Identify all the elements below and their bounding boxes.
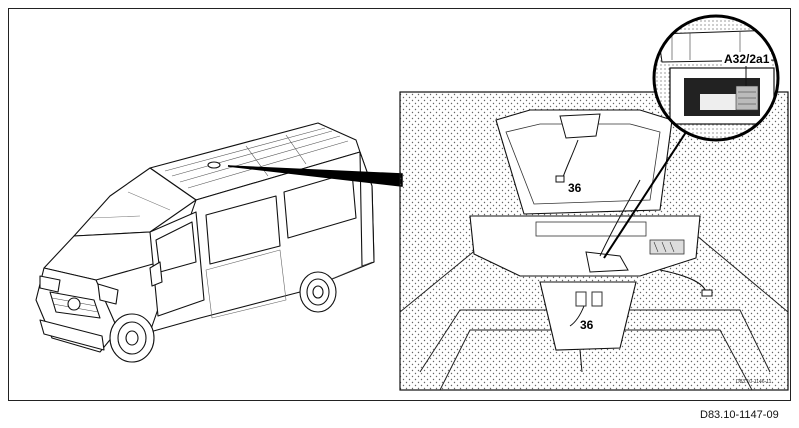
front-wheel bbox=[109, 313, 155, 363]
rear-wheel bbox=[299, 271, 337, 313]
van-drawing bbox=[35, 122, 375, 363]
van-side-window-2 bbox=[283, 171, 357, 239]
figure-reference-code: D83.10-1147-09 bbox=[700, 409, 779, 421]
callout-label-36-upper: 36 bbox=[568, 181, 582, 195]
van-mirror bbox=[149, 261, 163, 287]
inset-reference-code: D83.10-1146-11 bbox=[736, 379, 772, 385]
magnifier-pointer bbox=[603, 125, 691, 259]
van-emblem bbox=[67, 297, 81, 311]
callout-label-a32-2a1: A32/2a1 bbox=[722, 52, 772, 66]
lower-mount bbox=[539, 281, 637, 351]
detail-inset bbox=[399, 91, 789, 391]
callout-label-36-lower: 36 bbox=[580, 318, 594, 332]
magnifier-bubble bbox=[652, 14, 780, 142]
roof-antenna bbox=[207, 161, 221, 169]
van-hood bbox=[43, 231, 161, 281]
van-side-window-1 bbox=[205, 195, 281, 265]
